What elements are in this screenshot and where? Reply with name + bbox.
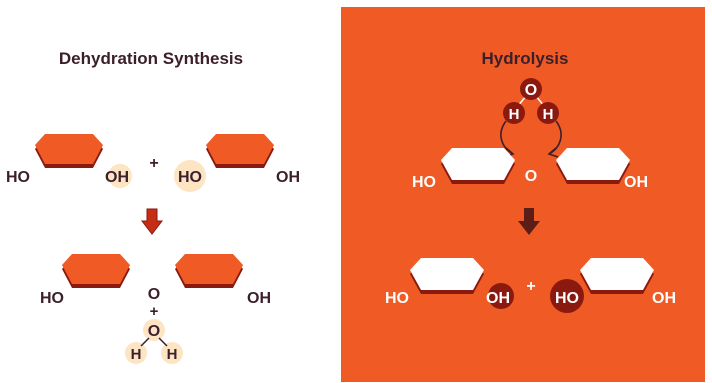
hydrolysis-panel: Hydrolysis O H H HO O OH <box>341 7 705 382</box>
hydroxyl-label: OH <box>105 169 129 186</box>
product-monomer-1: HO OH <box>385 258 514 309</box>
reactant-monomer-1: HO <box>412 148 515 191</box>
product-monomer-2: HO OH <box>550 258 676 313</box>
plus-sign: + <box>150 303 159 320</box>
hydrogen-atom <box>125 342 147 364</box>
oxygen-atom <box>143 319 165 341</box>
hydroxyl-label: HO <box>6 169 30 186</box>
highlight-circle <box>550 279 584 313</box>
curved-arrow-icon <box>547 120 562 158</box>
monomer-ring <box>62 254 130 288</box>
monomer-ring <box>206 134 274 168</box>
highlight-circle <box>108 164 132 188</box>
monomer-ring <box>410 258 484 294</box>
reactant-monomer-1: HO OH <box>6 134 132 188</box>
dehydration-panel: Dehydration Synthesis HO OH + HO OH HO O… <box>6 49 300 364</box>
bond-line <box>140 337 150 347</box>
hydrogen-atom <box>161 342 183 364</box>
hydroxyl-label: HO <box>385 290 409 307</box>
water-molecule: O H H <box>125 319 183 364</box>
hydrogen-atom <box>537 102 559 124</box>
hydroxyl-label: HO <box>178 169 202 186</box>
water-hydrogen-label: H <box>131 346 142 363</box>
panel-background <box>341 7 705 382</box>
hydroxyl-label: OH <box>652 290 676 307</box>
glycosidic-oxygen-label: O <box>148 286 160 303</box>
water-hydrogen-label: H <box>543 106 554 123</box>
reaction-arrow-icon <box>140 208 164 235</box>
monomer-ring <box>580 258 654 294</box>
water-molecule: O H H <box>503 78 559 124</box>
hydrolysis-title: Hydrolysis <box>482 49 569 68</box>
water-oxygen-label: O <box>148 323 160 340</box>
reaction-arrow-icon <box>518 208 540 235</box>
monomer-ring <box>175 254 243 288</box>
hydrogen-atom <box>503 102 525 124</box>
monomer-ring <box>35 134 103 168</box>
water-hydrogen-label: H <box>167 346 178 363</box>
oxygen-atom <box>520 78 542 100</box>
monomer-ring <box>556 148 630 184</box>
reactant-monomer-2: OH <box>556 148 648 191</box>
highlight-circle <box>174 160 206 192</box>
hydroxyl-label: HO <box>412 174 436 191</box>
reactant-monomer-2: HO OH <box>174 134 300 192</box>
plus-sign: + <box>526 278 535 295</box>
hydroxyl-label: HO <box>40 290 64 307</box>
glycosidic-oxygen-label: O <box>525 168 537 185</box>
hydroxyl-label: HO <box>555 290 579 307</box>
monomer-ring <box>441 148 515 184</box>
water-hydrogen-label: H <box>509 106 520 123</box>
plus-sign: + <box>149 155 158 172</box>
hydroxyl-label: OH <box>486 290 510 307</box>
product-monomer-1: HO <box>40 254 130 307</box>
hydroxyl-label: OH <box>247 290 271 307</box>
dehydration-title: Dehydration Synthesis <box>59 49 243 68</box>
product-monomer-2: OH <box>175 254 271 307</box>
bond-line <box>158 337 168 347</box>
highlight-circle <box>488 283 514 309</box>
water-oxygen-label: O <box>525 82 537 99</box>
hydroxyl-label: OH <box>624 174 648 191</box>
hydroxyl-label: OH <box>276 169 300 186</box>
